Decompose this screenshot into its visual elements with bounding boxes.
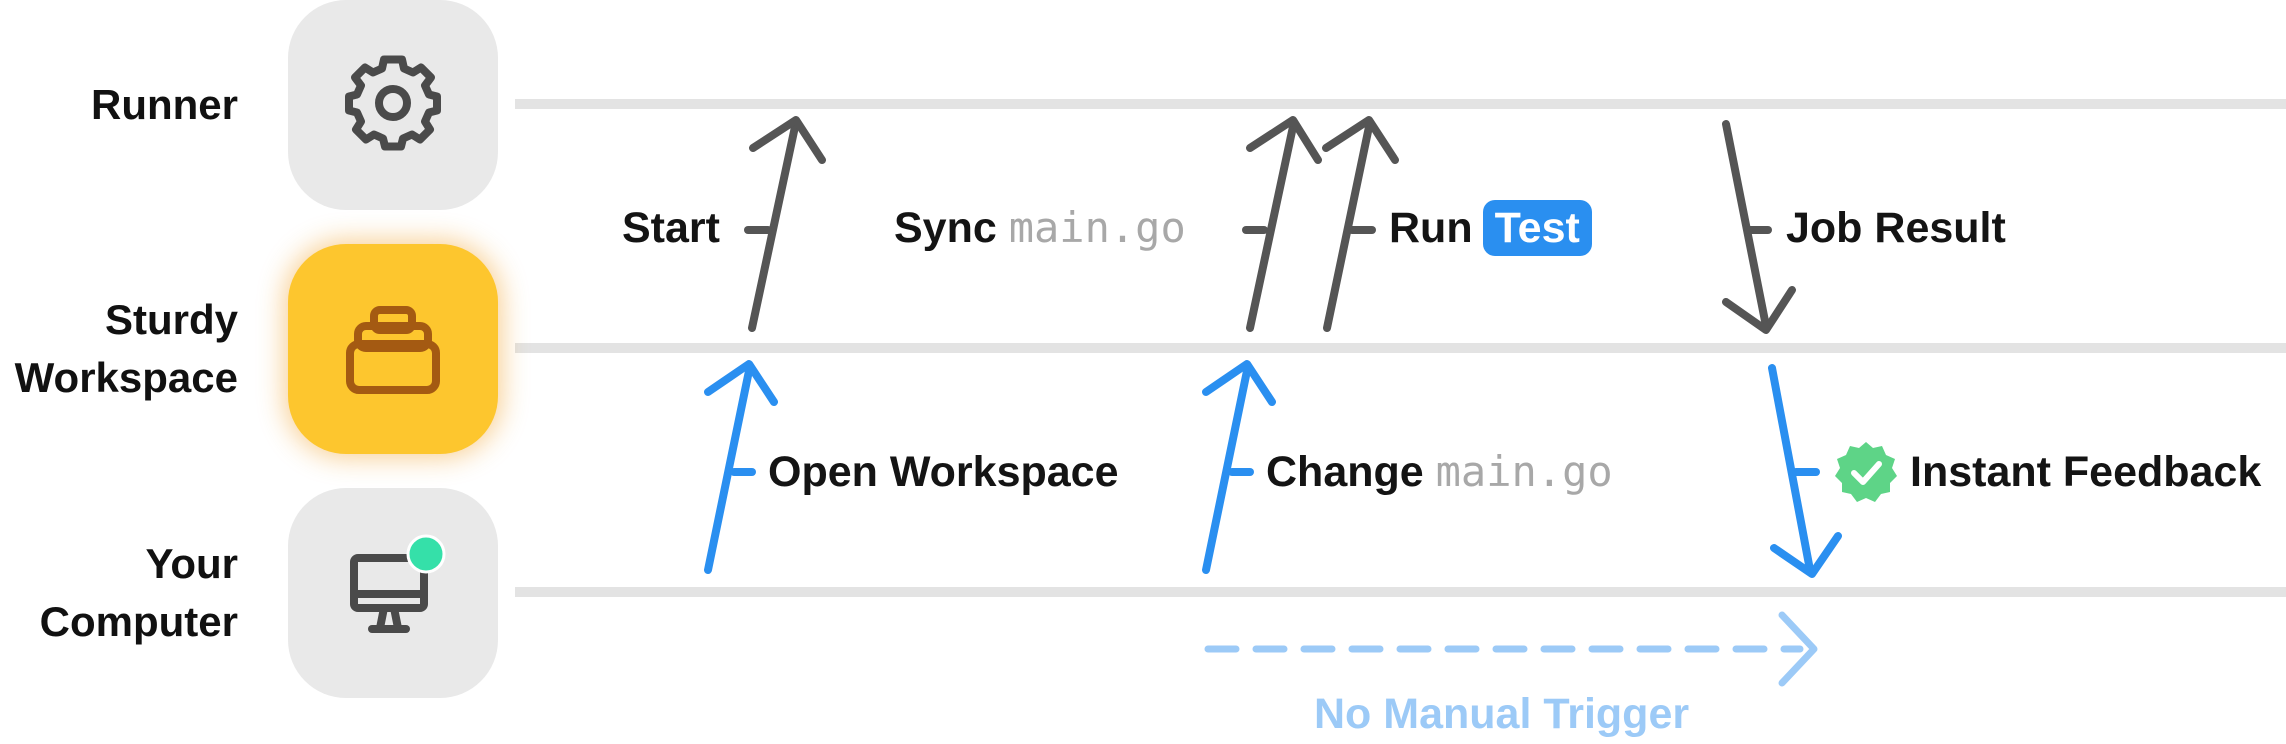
lane-label-runner: Runner — [91, 76, 238, 134]
check-badge-icon — [1835, 442, 1897, 502]
no-manual-trigger-arrow — [1204, 611, 1818, 687]
step-open-workspace-label: Open Workspace — [768, 448, 1119, 496]
workspace-box — [288, 244, 498, 454]
computer-box — [288, 488, 498, 698]
step-sync-text: Sync — [894, 204, 997, 252]
runner-box — [288, 0, 498, 210]
lane-label-workspace: Sturdy Workspace — [15, 291, 238, 407]
lane-label-workspace-line2: Workspace — [14, 354, 238, 401]
step-change-label: Change main.go — [1266, 444, 1613, 500]
step-start-label: Start — [622, 204, 720, 252]
sync-arrow — [1242, 116, 1322, 332]
change-arrow — [1202, 360, 1276, 574]
lane-label-computer-line2: Computer — [39, 598, 238, 645]
step-sync-label: Sync main.go — [894, 200, 1186, 256]
step-run-text: Run — [1389, 204, 1473, 252]
job-result-arrow — [1722, 120, 1796, 334]
test-badge: Test — [1482, 200, 1592, 256]
lane-label-computer-line1: Your — [145, 540, 238, 587]
step-instant-feedback-label: Instant Feedback — [1910, 448, 2262, 496]
no-manual-trigger-label: No Manual Trigger — [1314, 690, 1690, 738]
step-change-file: main.go — [1435, 447, 1613, 496]
status-dot — [406, 534, 446, 574]
lane-label-computer: Your Computer — [40, 535, 238, 651]
instant-feedback-arrow — [1768, 364, 1842, 578]
start-arrow — [744, 116, 826, 332]
gear-icon — [345, 55, 441, 151]
lane-label-runner-text: Runner — [91, 81, 238, 128]
step-job-result-label: Job Result — [1786, 204, 2006, 252]
open-workspace-arrow — [704, 360, 778, 574]
step-sync-file: main.go — [1008, 203, 1186, 252]
step-change-text: Change — [1266, 448, 1424, 496]
monitor-icon — [350, 534, 446, 633]
stack-icon — [346, 306, 440, 394]
lane-label-workspace-line1: Sturdy — [104, 296, 238, 343]
run-arrow — [1322, 116, 1399, 332]
